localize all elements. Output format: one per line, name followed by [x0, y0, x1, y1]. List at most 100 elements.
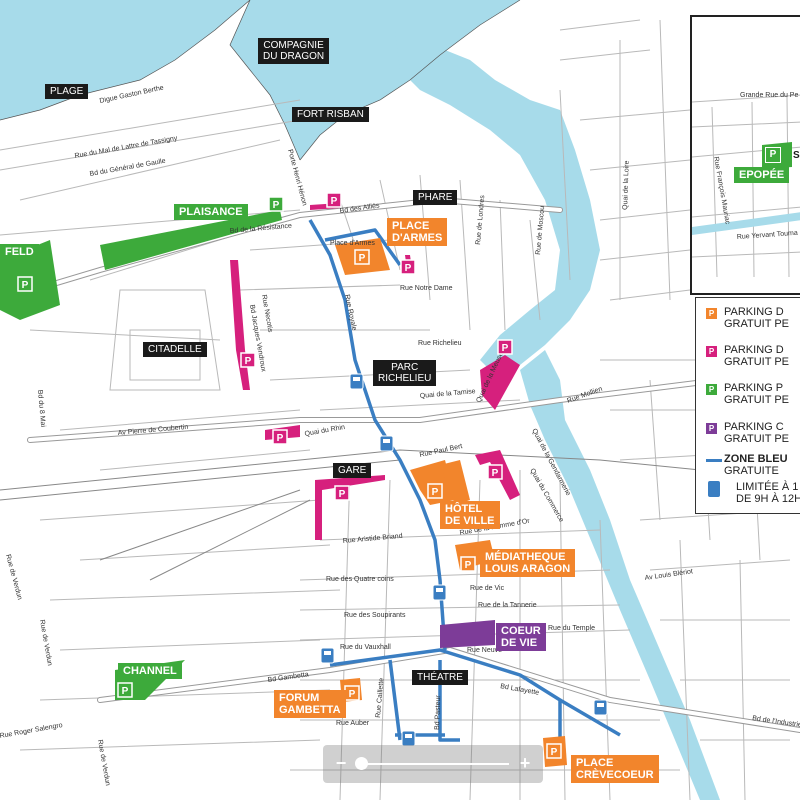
parking-meuse-marker[interactable]: P	[497, 339, 513, 355]
parking-plaisance-marker[interactable]: P	[268, 196, 284, 212]
parking-feld-label[interactable]: FELD	[0, 244, 39, 260]
svg-text:P: P	[245, 356, 252, 367]
purple-parking-shape	[440, 620, 495, 648]
street-allies: Bd des Alliés	[339, 202, 380, 215]
blue-zone-meters	[320, 373, 608, 747]
zoom-out-button[interactable]: −	[335, 753, 347, 773]
street-tannerie: Rue de la Tannerie	[478, 602, 537, 609]
street-necotis: Rue Necotis	[260, 294, 274, 333]
shore-lines	[0, 0, 521, 161]
parking-hotel-ville-marker[interactable]: P	[427, 483, 443, 499]
parking-hotel-ville-label[interactable]: HÔTEL DE VILLE	[440, 501, 500, 529]
street-lattre: Rue du Mal de Lattre de Tassigny	[74, 135, 178, 160]
zoom-slider-track[interactable]	[359, 763, 509, 765]
street-coubertin: Av Pierre de Coubertin	[118, 424, 189, 437]
street-verdun1: Rue de Verdun	[38, 619, 53, 666]
svg-text:P: P	[359, 253, 366, 264]
parking-notre-dame-marker[interactable]: P	[400, 259, 416, 275]
parking-rhin-marker[interactable]: P	[272, 429, 288, 445]
inset-map-canvas: Grande Rue du Pe Rue François Mauriac Ru…	[692, 92, 800, 278]
meter-icon[interactable]	[432, 584, 447, 601]
svg-text:P: P	[331, 196, 338, 207]
svg-text:P: P	[405, 263, 412, 274]
street-royale: Rue Royale	[343, 294, 357, 331]
legend-swatch-orange: P	[706, 308, 717, 319]
street-pasteur: Bd Pasteur	[434, 695, 442, 731]
zoom-control[interactable]: − +	[323, 745, 543, 783]
svg-text:P: P	[492, 468, 499, 479]
label-citadelle: CITADELLE	[143, 342, 207, 357]
parking-mediatheque-label[interactable]: MÉDIATHEQUE LOUIS ARAGON	[480, 549, 576, 577]
parking-gare-marker[interactable]: P	[334, 485, 350, 501]
svg-text:P: P	[22, 280, 29, 291]
parking-mediatheque-marker[interactable]: P	[460, 556, 476, 572]
parking-coeur-vie-label[interactable]: COEUR DE VIE	[496, 623, 546, 651]
legend-swatch-green: P	[706, 384, 717, 395]
parking-gendarmerie-marker[interactable]: P	[487, 464, 503, 480]
label-gare: GARE	[333, 463, 372, 478]
parking-forum-text: FORUM GAMBETTA	[279, 692, 341, 716]
parking-epopee-label[interactable]: EPOPÉE	[734, 167, 790, 183]
meter-icon[interactable]	[320, 647, 335, 664]
meter-icon[interactable]	[593, 699, 608, 716]
svg-text:P: P	[432, 487, 439, 498]
street-richelieu: Rue Richelieu	[418, 340, 462, 347]
parking-channel-label[interactable]: CHANNEL	[118, 663, 182, 679]
parking-place-armes-marker[interactable]: P	[354, 249, 370, 265]
street-henon: Porte Henri Hénon	[286, 149, 308, 207]
street-verdun2: Rue de Verdun	[96, 739, 111, 786]
label-phare: PHARE	[413, 190, 458, 205]
street-moscou: Rue de Moscou	[535, 206, 546, 256]
meter-icon	[708, 481, 720, 497]
railway	[0, 449, 800, 581]
label-compagnie-text: COMPAGNIE DU DRAGON	[263, 40, 325, 62]
main-roads-fill	[0, 197, 800, 732]
parking-channel-marker[interactable]: P	[117, 682, 133, 698]
parking-feld-marker[interactable]: P	[17, 276, 33, 292]
street-verdun3: Rue de Verdun	[4, 554, 23, 601]
svg-text:P: P	[465, 560, 472, 571]
label-parc-richelieu-text: PARC RICHELIEU	[378, 362, 432, 384]
parking-forum-marker[interactable]: P	[344, 685, 360, 701]
street-soupirants: Rue des Soupirants	[344, 612, 406, 619]
parking-crevecoeur-marker[interactable]: P	[546, 743, 562, 759]
parking-crevecoeur-label[interactable]: PLACE CRÈVECOEUR	[571, 755, 659, 783]
parking-plaisance-label[interactable]: PLAISANCE	[174, 204, 248, 220]
street-temple: Rue du Temple	[548, 625, 595, 632]
meter-icon[interactable]	[379, 435, 394, 452]
street-auber: Rue Auber	[336, 720, 370, 727]
svg-text:P: P	[122, 686, 129, 697]
parking-place-armes-label[interactable]: PLACE D'ARMES	[387, 218, 448, 246]
zoom-in-button[interactable]: +	[519, 753, 531, 773]
main-roads	[0, 196, 800, 733]
parking-hotel-ville-text: HÔTEL DE VILLE	[445, 503, 495, 527]
label-theatre: THÉATRE	[412, 670, 468, 685]
inset-map[interactable]: Grande Rue du Pe Rue François Mauriac Ru…	[690, 15, 800, 295]
street-aristide: Rue Aristide Briand	[343, 533, 403, 545]
zoom-slider-handle[interactable]	[355, 757, 368, 770]
parking-allies-marker[interactable]: P	[326, 192, 342, 208]
street-place-armes: Place d'Armes	[330, 240, 375, 247]
meter-icon[interactable]	[401, 730, 416, 747]
parking-markers: P P P P P P P P P P P P P P P	[17, 192, 562, 759]
svg-text:P: P	[339, 489, 346, 500]
street-londres: Rue de Londres	[475, 194, 486, 245]
street-rhin: Quai du Rhin	[304, 424, 346, 438]
street-salengro: Rue Roger Salengro	[0, 722, 63, 740]
inset-parking-marker[interactable]: P	[765, 147, 781, 163]
svg-text:P: P	[273, 200, 280, 211]
parking-vendroux-marker[interactable]: P	[240, 352, 256, 368]
parking-forum-label[interactable]: FORUM GAMBETTA	[274, 690, 346, 718]
street-paul-bert: Rue Paul Bert	[419, 443, 463, 459]
svg-text:P: P	[277, 433, 284, 444]
svg-text:P: P	[502, 343, 509, 354]
meter-icon[interactable]	[349, 373, 364, 390]
street-8mai: Bd du 8 Mai	[36, 390, 46, 428]
